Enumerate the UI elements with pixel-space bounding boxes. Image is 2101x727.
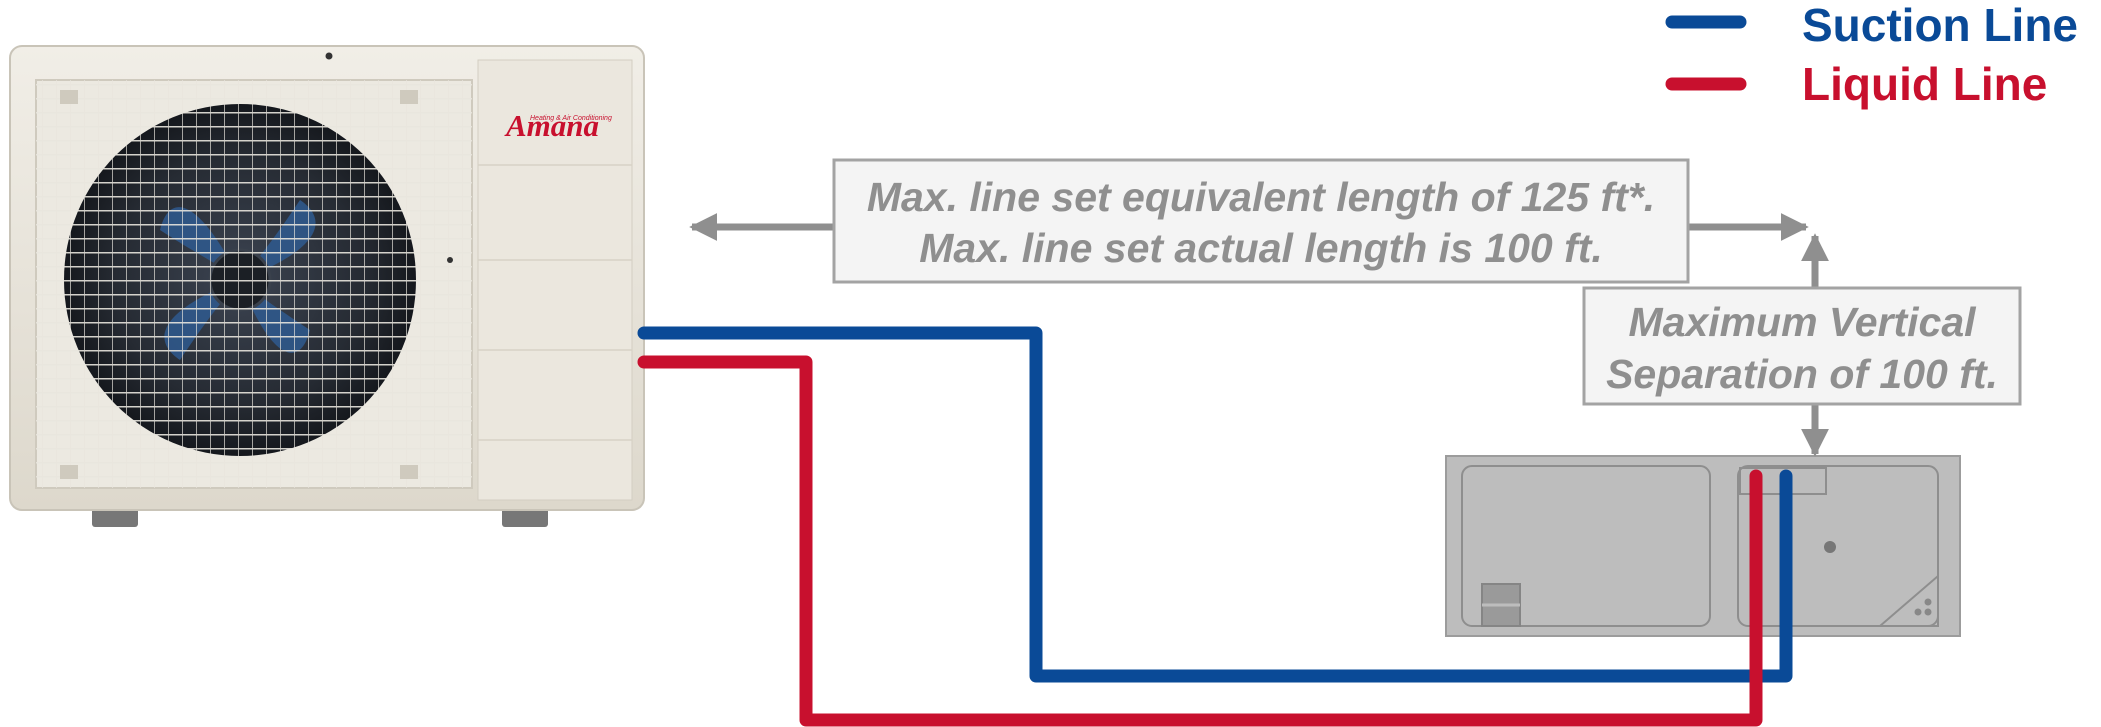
vertical-separation-annotation: Maximum Vertical Separation of 100 ft.: [1582, 233, 2022, 457]
indoor-unit-right-panel: [1737, 465, 1939, 627]
length-note-box: [832, 158, 1690, 284]
outdoor-unit: Amana Heating & Air Conditioning: [9, 45, 645, 527]
indoor-unit-cabinet: [1445, 455, 1961, 637]
indoor-unit-left-panel: [1461, 465, 1711, 627]
grille-clip-bl: [60, 465, 78, 479]
indoor-unit: [1445, 455, 1961, 637]
grille-clip-br: [400, 465, 418, 479]
line-length-annotation: Max. line set equivalent length of 125 f…: [689, 158, 1809, 284]
length-note-line1: Max. line set equivalent length of 125 f…: [867, 174, 1655, 220]
amana-tagline: Heating & Air Conditioning: [530, 115, 612, 122]
amana-logo-text: Amana: [504, 108, 599, 143]
length-note-line2: Max. line set actual length is 100 ft.: [919, 225, 1603, 271]
liquid-legend-label: Liquid Line: [1802, 58, 2047, 110]
fan-grille: [36, 80, 472, 488]
vertical-note-line2: Separation of 100 ft.: [1606, 351, 1998, 397]
indoor-unit-indicator: [1824, 541, 1836, 553]
vertical-note-line1: Maximum Vertical: [1628, 299, 1977, 345]
suction-line: [637, 326, 1793, 683]
grille-clip-tr: [400, 90, 418, 104]
legend: Suction Line Liquid Line: [1665, 0, 2078, 110]
grille-clip-tl: [60, 90, 78, 104]
vertical-note-box: [1582, 286, 2022, 406]
amana-logo: Amana Heating & Air Conditioning: [504, 108, 612, 143]
outdoor-unit-side-panel: [477, 59, 633, 501]
suction-legend-label: Suction Line: [1802, 0, 2078, 51]
liquid-line: [637, 355, 1763, 727]
